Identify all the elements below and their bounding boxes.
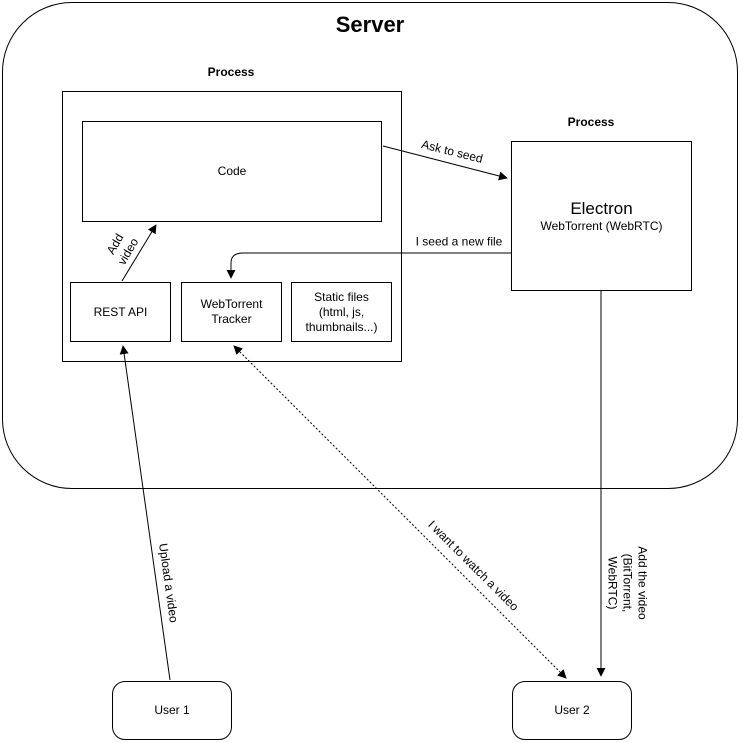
process-left-box: [62, 91, 402, 362]
user2-label: User 2: [554, 703, 590, 717]
user1-label: User 1: [154, 703, 190, 717]
server-container: [2, 2, 738, 489]
electron-subtitle: WebTorrent (WebRTC): [540, 219, 663, 233]
webtorrent-tracker-box: WebTorrent Tracker: [181, 282, 282, 342]
edge-add-video: [121, 224, 157, 282]
edge-upload-a-video: [119, 345, 171, 681]
electron-box: Electron WebTorrent (WebRTC): [511, 141, 692, 291]
edge-i-seed-a-new-file: [226, 252, 511, 279]
user2-box: User 2: [512, 681, 632, 740]
edge-ask-to-seed: [382, 145, 508, 181]
static-files-label: Static files (html, js, thumbnails...): [305, 289, 378, 334]
static-files-box: Static files (html, js, thumbnails...): [291, 282, 392, 342]
user1-box: User 1: [112, 681, 232, 740]
electron-title: Electron: [570, 199, 633, 218]
process-left-label: Process: [207, 65, 255, 79]
i-seed-a-new-file-label: I seed a new file: [414, 234, 504, 250]
code-label: Code: [217, 164, 247, 178]
add-the-video-label: Add the video (BitTorrent, WebRTC): [605, 546, 650, 620]
rest-api-label: REST API: [93, 304, 148, 319]
process-right-label: Process: [567, 115, 615, 129]
rest-api-box: REST API: [70, 282, 171, 342]
server-title: Server: [335, 12, 405, 37]
webtorrent-tracker-label: WebTorrent Tracker: [200, 297, 263, 326]
code-box: Code: [82, 121, 382, 222]
